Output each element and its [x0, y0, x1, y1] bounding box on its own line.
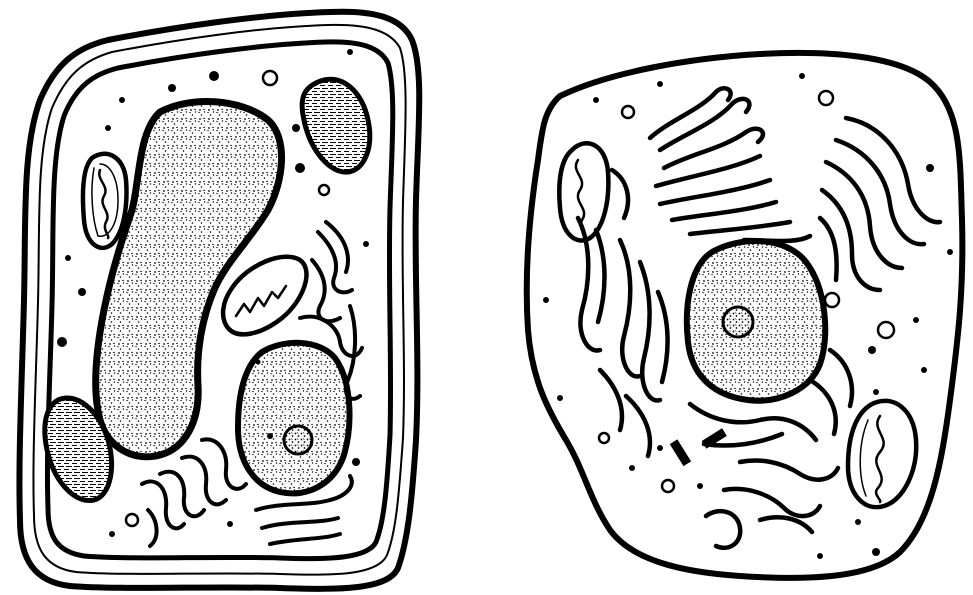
mitochondrion [83, 154, 127, 248]
mitochondrion [223, 257, 306, 335]
animal-mitochondrion [848, 401, 916, 507]
plant-nucleolus [284, 426, 312, 454]
plant-nucleus [238, 343, 350, 494]
animal-cell [527, 53, 963, 578]
golgi-apparatus [650, 88, 810, 241]
chloroplast [302, 79, 370, 172]
animal-nucleolus [723, 307, 753, 337]
plant-cell [19, 12, 419, 589]
animal-er-left [578, 170, 668, 456]
animal-nucleus [687, 241, 825, 401]
rough-endoplasmic-reticulum [820, 118, 940, 290]
